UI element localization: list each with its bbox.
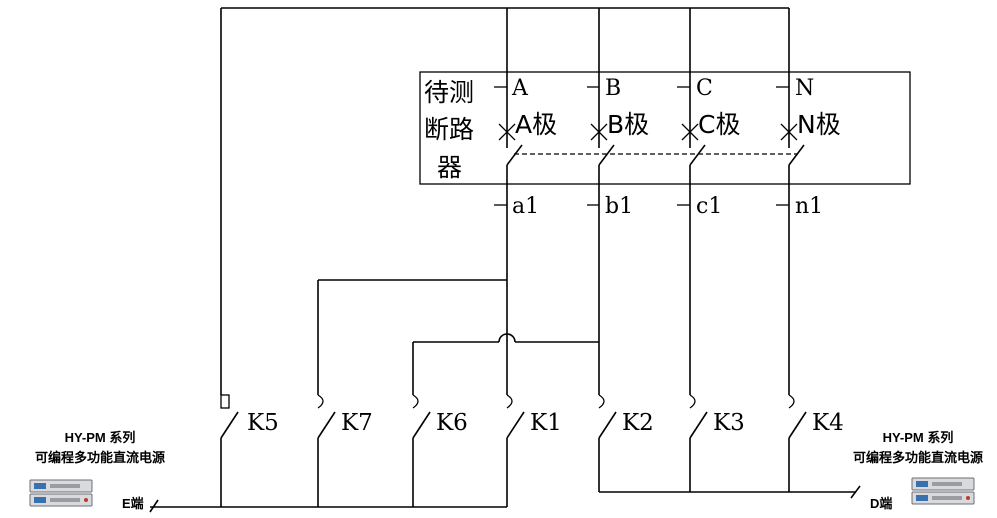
switch-k2 bbox=[598, 394, 617, 492]
k7-branch bbox=[317, 279, 507, 395]
pole-b bbox=[590, 123, 615, 166]
switch-k1 bbox=[506, 394, 525, 507]
power-supply-icon bbox=[29, 479, 93, 507]
terminal-label-n: N bbox=[795, 76, 814, 101]
k6-branch bbox=[412, 333, 599, 395]
breaker-title-line-1: 待测 bbox=[424, 78, 474, 107]
terminal-label-a: A bbox=[511, 76, 529, 101]
switch-k6 bbox=[412, 394, 431, 507]
switch-k4 bbox=[788, 394, 807, 492]
d-bus bbox=[599, 485, 861, 499]
switch-label-k5: K5 bbox=[247, 410, 279, 436]
pole-label-c: C极 bbox=[698, 110, 740, 139]
breaker-box bbox=[419, 71, 911, 185]
switch-k7 bbox=[317, 394, 336, 507]
psu-right-series: HY-PM 系列 bbox=[883, 430, 954, 445]
switch-label-k2: K2 bbox=[622, 410, 654, 436]
pole-label-n: N极 bbox=[797, 110, 841, 139]
terminal-d: D端 bbox=[870, 496, 892, 511]
psu-right-name: 可编程多功能直流电源 bbox=[853, 450, 983, 465]
main-conductors bbox=[506, 8, 790, 395]
psu-left-series: HY-PM 系列 bbox=[65, 430, 136, 445]
pole-label-a: A极 bbox=[515, 110, 557, 139]
switch-label-k7: K7 bbox=[341, 410, 373, 436]
terminal-label-a1: a1 bbox=[512, 194, 539, 219]
terminal-label-c1: c1 bbox=[696, 194, 722, 219]
terminal-label-c: C bbox=[696, 76, 713, 101]
pole-a bbox=[498, 123, 523, 166]
k5-top-bus bbox=[220, 7, 789, 395]
pole-label-b: B极 bbox=[607, 110, 649, 139]
pole-n bbox=[780, 123, 805, 166]
pole-c bbox=[681, 123, 706, 166]
terminal-label-n1: n1 bbox=[795, 194, 823, 219]
terminal-label-b: B bbox=[605, 76, 621, 101]
breaker-title-line-3: 器 bbox=[437, 153, 462, 182]
switch-k5 bbox=[220, 394, 239, 507]
power-supply-icon bbox=[911, 477, 975, 505]
breaker-title-line-2: 断路 bbox=[424, 115, 474, 144]
switch-label-k4: K4 bbox=[812, 410, 844, 436]
psu-left-name: 可编程多功能直流电源 bbox=[35, 450, 165, 465]
switch-label-k3: K3 bbox=[713, 410, 745, 436]
switch-label-k6: K6 bbox=[436, 410, 468, 436]
terminal-label-b1: b1 bbox=[605, 194, 633, 219]
terminal-e: E端 bbox=[122, 496, 144, 511]
e-bus bbox=[149, 499, 507, 513]
switch-label-k1: K1 bbox=[530, 410, 562, 436]
switch-k3 bbox=[689, 394, 708, 492]
